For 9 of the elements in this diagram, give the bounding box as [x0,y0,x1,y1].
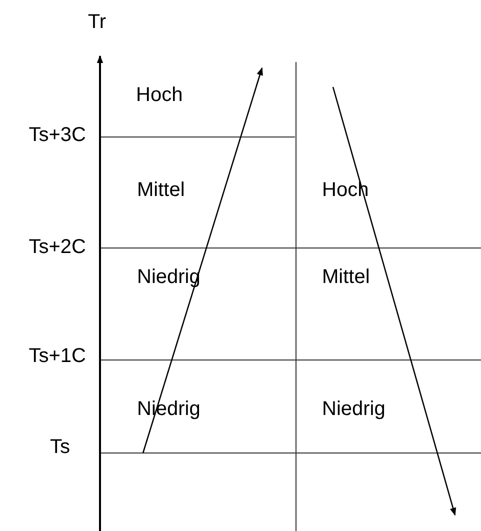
tick-label: Ts+3C [28,125,86,145]
table-cell-text: Mittel [322,267,370,287]
axis-label: Tr [88,12,106,32]
tick-label: Ts+2C [28,237,86,257]
table-cell-text: Hoch [136,85,183,105]
tick-label: Ts [50,437,70,457]
tick-label: Ts+1C [28,346,86,366]
table-cell-text: Mittel [137,180,185,200]
table-cell-text: Niedrig [322,399,386,419]
